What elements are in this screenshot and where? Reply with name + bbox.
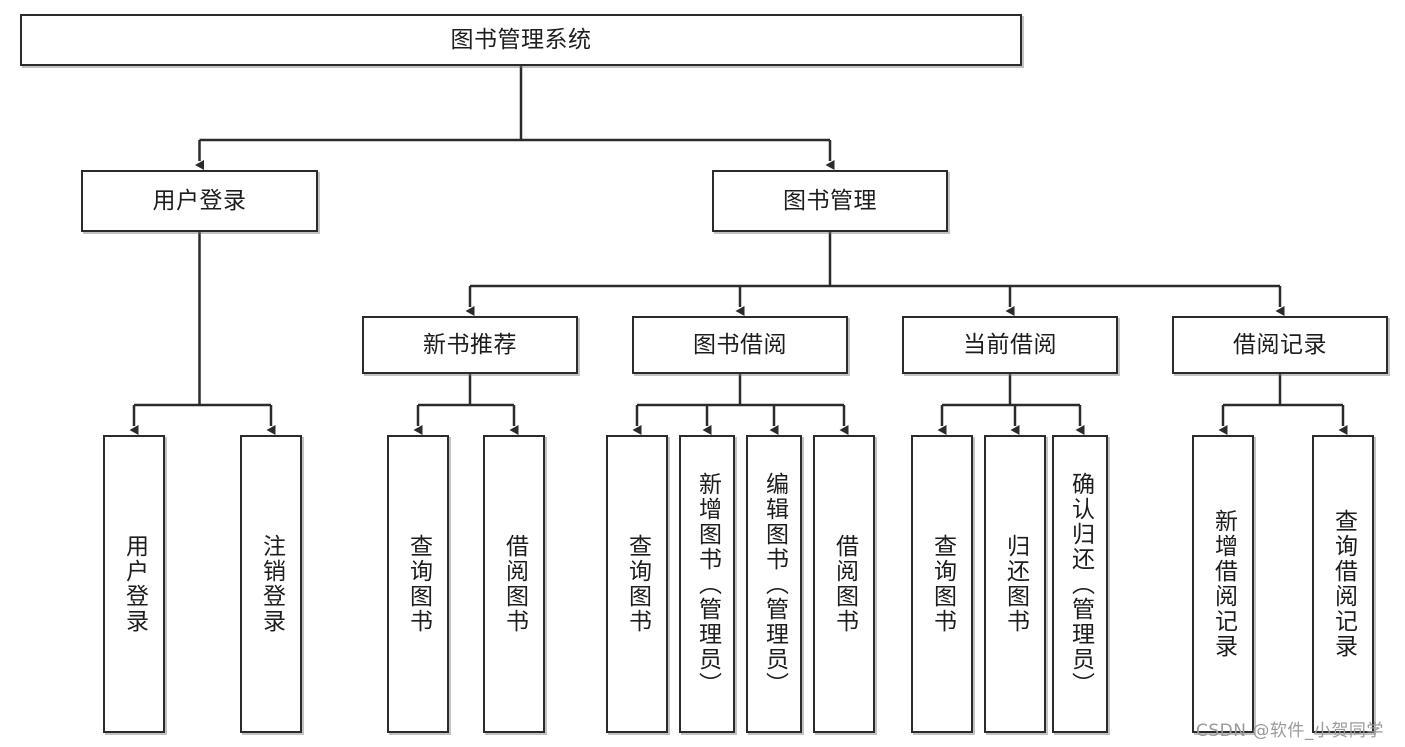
node-level3-borrow-record[interactable]: 借阅记录 [1172, 316, 1388, 374]
node-label: 当前借阅 [963, 331, 1057, 358]
node-label: 查询图书 [624, 534, 651, 634]
node-label: 用户登录 [152, 187, 247, 214]
node-label: 归还图书 [1002, 534, 1029, 634]
node-leaf-leaf-query-record[interactable]: 查询借阅记录 [1312, 435, 1374, 733]
node-leaf-leaf-add-record[interactable]: 新增借阅记录 [1192, 435, 1254, 733]
node-leaf-leaf-add-book[interactable]: 新增图书（管理员） [679, 435, 735, 733]
node-label: 新增借阅记录 [1210, 509, 1237, 659]
node-level2-user-login[interactable]: 用户登录 [81, 170, 318, 232]
node-root-root[interactable]: 图书管理系统 [20, 14, 1022, 66]
node-level3-new-book-rec[interactable]: 新书推荐 [362, 316, 578, 374]
node-level3-book-borrow[interactable]: 图书借阅 [632, 316, 848, 374]
node-leaf-leaf-return-book[interactable]: 归还图书 [984, 435, 1046, 733]
node-level3-current-borrow[interactable]: 当前借阅 [902, 316, 1118, 374]
node-label: 确认归还（管理员） [1067, 471, 1094, 697]
node-label: 图书管理系统 [450, 26, 592, 53]
node-leaf-leaf-user-logout[interactable]: 注销登录 [240, 435, 302, 733]
node-leaf-leaf-query-book-2[interactable]: 查询图书 [606, 435, 668, 733]
node-level2-book-manage[interactable]: 图书管理 [712, 170, 948, 232]
node-leaf-leaf-query-book-1[interactable]: 查询图书 [387, 435, 449, 733]
node-label: 用户登录 [121, 534, 148, 634]
csdn-watermark: CSDN @软件_小贺同学 [1196, 721, 1384, 741]
node-label: 图书管理 [783, 187, 877, 214]
node-leaf-leaf-borrow-book-1[interactable]: 借阅图书 [483, 435, 545, 733]
node-leaf-leaf-borrow-book-2[interactable]: 借阅图书 [813, 435, 875, 733]
node-label: 借阅图书 [831, 534, 858, 634]
node-label: 注销登录 [258, 534, 285, 634]
node-label: 编辑图书（管理员） [761, 471, 788, 697]
node-label: 借阅记录 [1233, 331, 1327, 358]
node-leaf-leaf-user-login[interactable]: 用户登录 [103, 435, 165, 733]
node-label: 查询图书 [929, 534, 956, 634]
node-leaf-leaf-edit-book[interactable]: 编辑图书（管理员） [746, 435, 802, 733]
node-label: 查询图书 [405, 534, 432, 634]
node-leaf-leaf-query-book-3[interactable]: 查询图书 [911, 435, 973, 733]
node-label: 借阅图书 [501, 534, 528, 634]
node-label: 新增图书（管理员） [694, 471, 721, 697]
node-label: 图书借阅 [693, 331, 787, 358]
node-label: 新书推荐 [423, 331, 517, 358]
node-leaf-leaf-confirm-return[interactable]: 确认归还（管理员） [1052, 435, 1108, 733]
node-label: 查询借阅记录 [1330, 509, 1357, 659]
